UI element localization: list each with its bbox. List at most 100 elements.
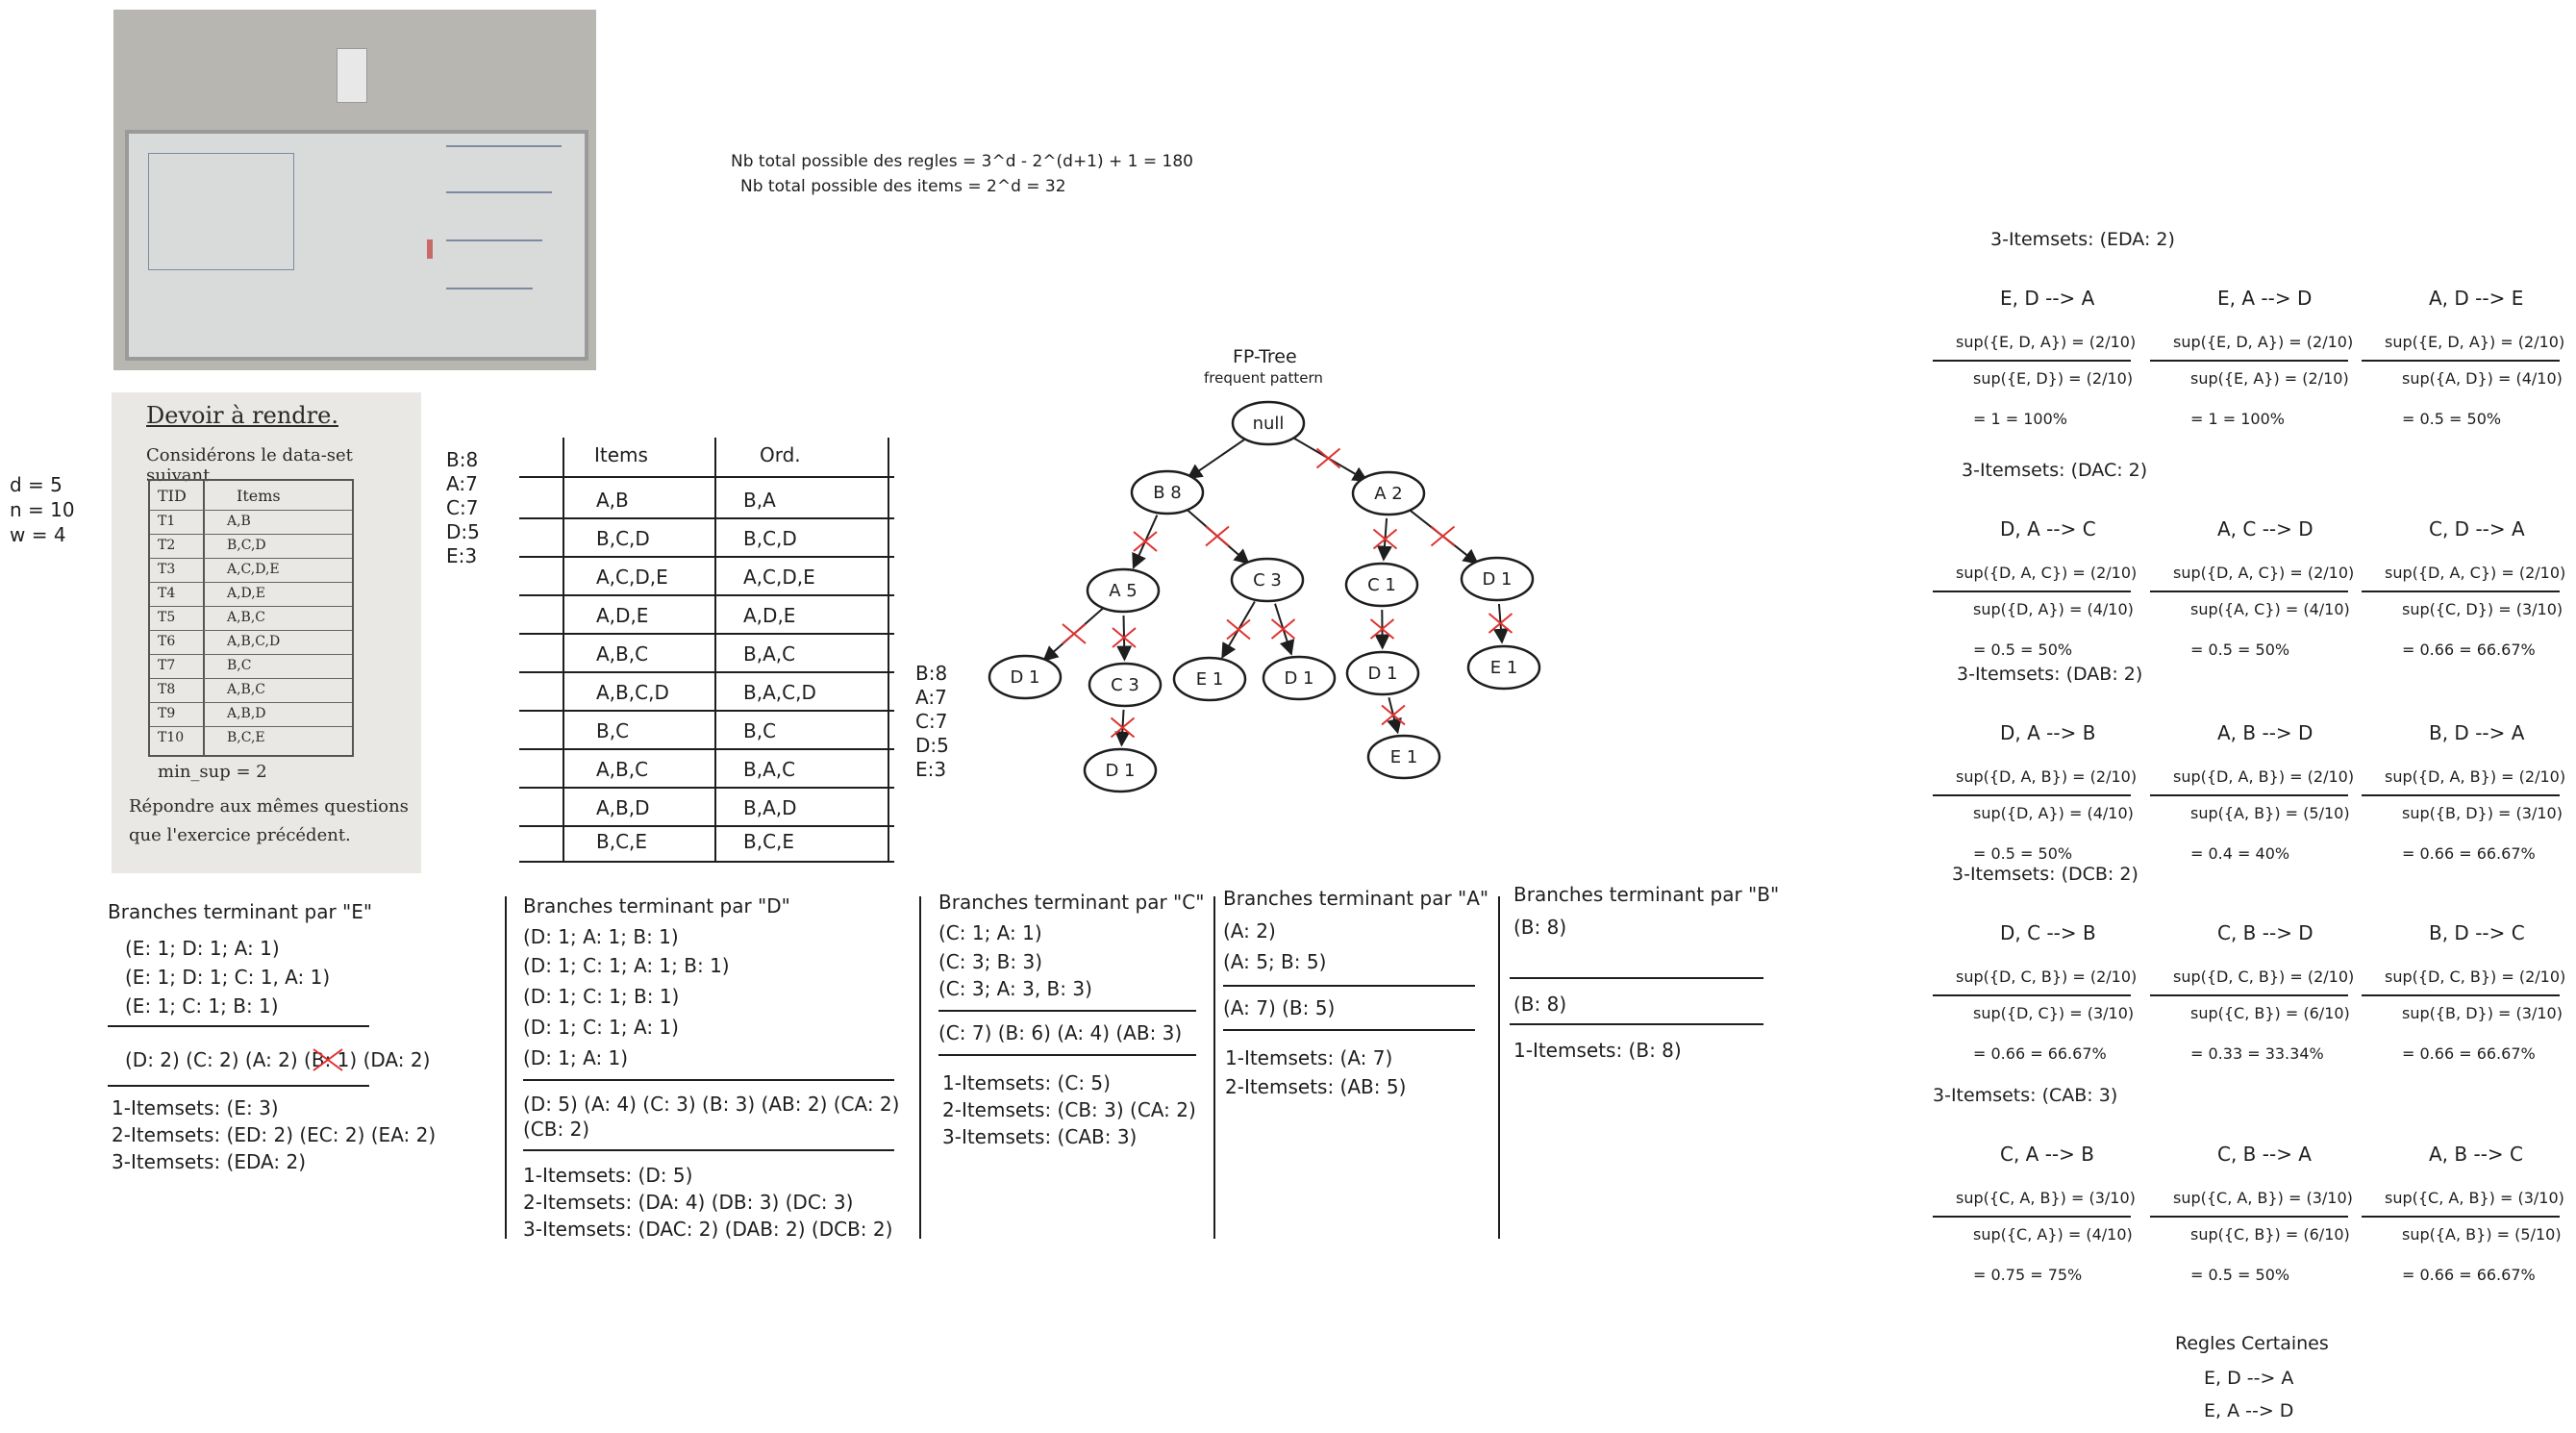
rule-support-numerator: sup({E, D, A}) = (2/10) [1956, 333, 2137, 351]
fptree-node: null [1231, 400, 1306, 446]
rules-section-title: 3-Itemsets: (DAB: 2) [1957, 664, 2143, 685]
branch-c-cond: (C: 7) (B: 6) (A: 4) (AB: 3) [938, 1021, 1183, 1044]
branch-d-result-3: 3-Itemsets: (DAC: 2) (DAB: 2) (DCB: 2) [523, 1218, 893, 1241]
paper-items: A,D,E [227, 586, 265, 601]
rule-confidence: = 0.66 = 66.67% [1973, 1044, 2107, 1063]
rule-support-numerator: sup({D, A, B}) = (2/10) [1956, 767, 2138, 786]
rule-name: A, B --> D [2217, 721, 2313, 744]
rule-support-denominator: sup({E, A}) = (2/10) [2190, 369, 2349, 388]
table-cell-items: A,B,C [596, 758, 649, 781]
rule-name: B, D --> C [2429, 921, 2525, 944]
table-cell-items: B,C [596, 719, 630, 742]
paper-title: Devoir à rendre. [146, 402, 338, 429]
rule-name: D, A --> C [2000, 517, 2096, 541]
table-cell-ord: B,C [743, 719, 777, 742]
rule-confidence: = 0.66 = 66.67% [2402, 1266, 2536, 1284]
fptree-node: C 3 [1088, 662, 1163, 708]
homework-paper-photo: Devoir à rendre. Considérons le data-set… [112, 392, 421, 873]
table-cell-items: B,C,D [596, 527, 650, 550]
count-c-2: C:7 [915, 710, 948, 733]
table-cell-ord: A,D,E [743, 604, 796, 627]
branch-a-title: Branches terminant par "A" [1223, 887, 1489, 910]
whiteboard-photo [113, 10, 596, 370]
paper-tid: T2 [158, 538, 176, 553]
rule-support-numerator: sup({D, A, C}) = (2/10) [2173, 564, 2355, 582]
rule-support-denominator: sup({B, D}) = (3/10) [2402, 1004, 2563, 1022]
table-cell-ord: B,A,D [743, 796, 797, 819]
rule-confidence: = 1 = 100% [1973, 410, 2067, 428]
branch-e-path-1: (E: 1; D: 1; A: 1) [125, 937, 280, 960]
certain-rules-title: Regles Certaines [2175, 1333, 2329, 1354]
param-d: d = 5 [10, 473, 63, 496]
strike-mark [1369, 618, 1395, 640]
branch-a-cond: (A: 7) (B: 5) [1223, 996, 1336, 1019]
branch-d-path-5: (D: 1; A: 1) [523, 1046, 629, 1069]
rule-support-denominator: sup({D, A}) = (4/10) [1973, 600, 2134, 618]
paper-tid: T3 [158, 562, 176, 577]
rule-name: A, C --> D [2217, 517, 2313, 541]
fptree-node-label: null [1253, 414, 1285, 434]
rules-section-title: 3-Itemsets: (EDA: 2) [1990, 229, 2175, 250]
rule-support-numerator: sup({D, A, B}) = (2/10) [2173, 767, 2355, 786]
rule-name: C, A --> B [2000, 1143, 2094, 1166]
branch-d-cond-2: (CB: 2) [523, 1118, 590, 1141]
strike-mark [1133, 531, 1158, 552]
strike-mark [1381, 704, 1406, 726]
badge-reader [337, 48, 367, 103]
fptree-node-label: D 1 [1105, 761, 1135, 781]
strike-mark [1112, 627, 1137, 648]
rule-support-numerator: sup({D, A, B}) = (2/10) [2385, 767, 2566, 786]
fptree-node-label: E 1 [1196, 669, 1224, 690]
rule-confidence: = 0.5 = 50% [2190, 1266, 2290, 1284]
branch-c-path-1: (C: 1; A: 1) [938, 921, 1042, 944]
branch-b-result-1: 1-Itemsets: (B: 8) [1513, 1039, 1682, 1062]
rule-support-numerator: sup({E, D, A}) = (2/10) [2173, 333, 2354, 351]
branch-b-title: Branches terminant par "B" [1513, 883, 1780, 906]
paper-tid: T9 [158, 706, 176, 721]
strike-mark [1270, 618, 1296, 640]
fptree-node: B 8 [1130, 469, 1205, 515]
paper-items: B,C,E [227, 730, 265, 745]
fptree-edge [1187, 436, 1249, 480]
rule-support-numerator: sup({C, A, B}) = (3/10) [2173, 1189, 2353, 1207]
branch-e-path-2: (E: 1; D: 1; C: 1, A: 1) [125, 966, 331, 989]
rule-name: A, B --> C [2429, 1143, 2523, 1166]
rule-name: B, D --> A [2429, 721, 2525, 744]
branch-e-title: Branches terminant par "E" [108, 900, 373, 923]
rule-confidence: = 0.66 = 66.67% [2402, 1044, 2536, 1063]
paper-tid: T5 [158, 610, 176, 625]
table-header-items: Items [594, 443, 648, 466]
table-cell-items: A,B [596, 489, 629, 512]
paper-minsup: min_sup = 2 [158, 762, 267, 782]
fptree-node-label: C 3 [1253, 570, 1282, 591]
branch-d-path-3: (D: 1; C: 1; B: 1) [523, 985, 680, 1008]
rule-name: C, B --> A [2217, 1143, 2312, 1166]
branch-d-title: Branches terminant par "D" [523, 894, 790, 918]
branch-e-conditional: (D: 2) (C: 2) (A: 2) (B: 1) (DA: 2) [125, 1048, 430, 1071]
rule-name: C, B --> D [2217, 921, 2313, 944]
fptree-node: D 1 [988, 654, 1063, 700]
rule-support-denominator: sup({C, B}) = (6/10) [2190, 1004, 2350, 1022]
fptree-node: D 1 [1262, 655, 1337, 701]
branch-c-title: Branches terminant par "C" [938, 891, 1205, 914]
paper-tid: T10 [158, 730, 185, 745]
paper-items: A,B,D [227, 706, 266, 721]
strike-mark [1062, 623, 1087, 644]
fptree-subtitle: frequent pattern [1204, 369, 1323, 387]
rule-support-denominator: sup({D, C}) = (3/10) [1973, 1004, 2135, 1022]
rule-support-denominator: sup({B, D}) = (3/10) [2402, 804, 2563, 822]
param-w: w = 4 [10, 523, 66, 546]
whiteboard [125, 130, 588, 361]
rule-name: C, D --> A [2429, 517, 2525, 541]
branch-c-path-2: (C: 3; B: 3) [938, 950, 1043, 973]
rule-confidence: = 0.5 = 50% [2402, 410, 2502, 428]
rule-support-numerator: sup({D, A, C}) = (2/10) [1956, 564, 2138, 582]
rule-confidence: = 0.5 = 50% [1973, 844, 2073, 863]
paper-tid: T1 [158, 514, 176, 529]
strike-mark [1372, 528, 1398, 550]
table-cell-ord: B,A,C [743, 758, 796, 781]
rule-support-numerator: sup({D, A, C}) = (2/10) [2385, 564, 2566, 582]
fptree-title: FP-Tree [1233, 346, 1297, 367]
paper-tid: T7 [158, 658, 176, 673]
